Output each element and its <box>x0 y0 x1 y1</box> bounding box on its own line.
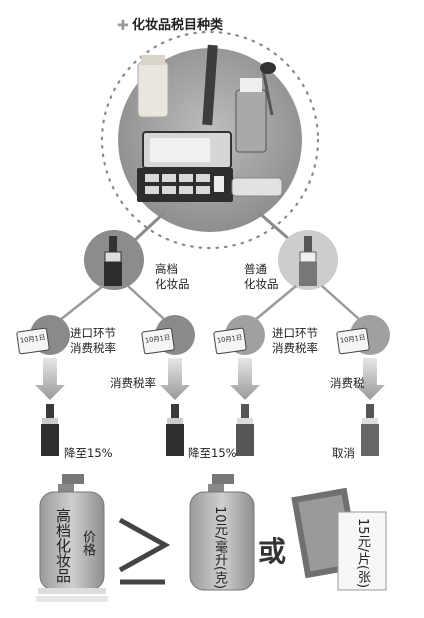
stage-domestic-high: 消费税率 <box>110 376 156 390</box>
category-ordinary: 普通 化妆品 <box>244 262 279 291</box>
result-lipstick-1 <box>41 404 59 456</box>
diagram-title: 化妆品税目种类 <box>132 18 224 33</box>
result-lipstick-4 <box>361 404 379 456</box>
sub-connector-3 <box>254 285 297 321</box>
or-text: 或 <box>258 535 287 568</box>
calendar-card-1 <box>16 327 50 355</box>
outcome-high-domestic: 降至15% <box>188 446 237 460</box>
dotted-ring <box>100 30 320 250</box>
category-high-end: 高档 化妆品 <box>155 262 190 291</box>
stage-import-ordinary: 进口环节 消费税率 <box>272 326 318 355</box>
ge-symbol-shape <box>118 517 171 585</box>
result-lipstick-3 <box>236 404 254 456</box>
calendar-card-2 <box>141 327 175 355</box>
ge-symbol: ≥ <box>118 508 119 509</box>
down-arrow-1 <box>35 358 65 400</box>
down-arrow-2 <box>160 358 190 400</box>
sub-connector-2 <box>127 285 166 321</box>
lipstick-icon-ordinary <box>299 236 317 286</box>
bottle-right-text: 10元/毫升(克) <box>212 506 227 590</box>
bottle-left <box>36 474 108 602</box>
bottle-left-text-main: 高档化妆品 <box>54 508 72 583</box>
cosmetics-illustration <box>137 44 283 202</box>
sub-connector-1 <box>59 285 104 321</box>
stage-import-high: 进口环节 消费税率 <box>70 326 116 355</box>
stage-domestic-ordinary: 消费税 <box>330 376 365 390</box>
lipstick-icon-high <box>104 236 122 286</box>
calendar-card-4 <box>336 327 370 355</box>
down-arrow-3 <box>230 358 260 400</box>
connector-right <box>257 210 291 242</box>
outcome-high-import: 降至15% <box>64 446 113 460</box>
sheet-pack <box>291 487 387 591</box>
outcome-ordinary-domestic: 取消 <box>332 446 355 460</box>
connector-left <box>133 210 167 242</box>
bottle-left-text-price: 价格 <box>80 530 95 556</box>
sub-connector-4 <box>321 285 361 321</box>
bottle-right <box>189 474 255 591</box>
down-arrow-4 <box>355 358 385 400</box>
result-lipstick-2 <box>166 404 184 456</box>
title-plus-icon: ✚ <box>117 18 129 34</box>
calendar-card-3 <box>213 327 247 355</box>
sheet-text: 15元/片(张) <box>355 518 370 589</box>
